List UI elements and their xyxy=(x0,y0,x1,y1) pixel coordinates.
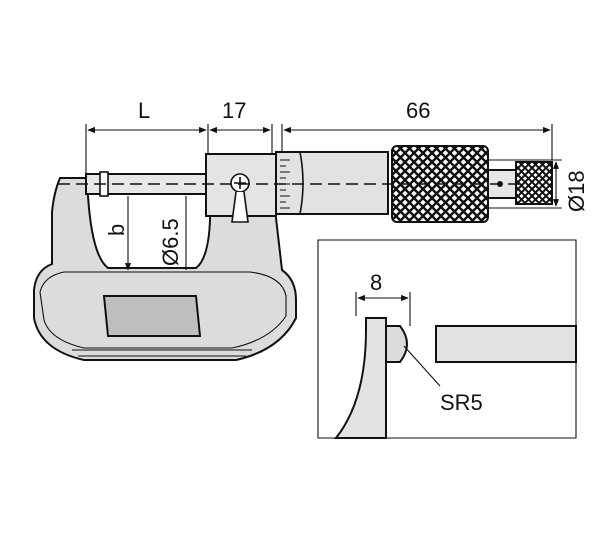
spindle-shaft xyxy=(85,153,277,223)
thimble-diameter-label: Ø18 xyxy=(564,170,589,212)
sleeve xyxy=(275,151,389,215)
ratchet xyxy=(487,161,553,205)
detail-width-label: 8 xyxy=(370,270,382,295)
anvil-depth-label: b xyxy=(104,224,129,236)
spindle-length-label: 66 xyxy=(406,98,430,123)
anvil-diameter-label: Ø6.5 xyxy=(158,218,183,266)
detail-radius-label: SR5 xyxy=(440,390,483,415)
dimension-lines xyxy=(85,124,562,271)
frame xyxy=(33,177,297,361)
detail-inset xyxy=(317,239,577,439)
width-label: 17 xyxy=(222,98,246,123)
length-label: L xyxy=(138,98,150,123)
